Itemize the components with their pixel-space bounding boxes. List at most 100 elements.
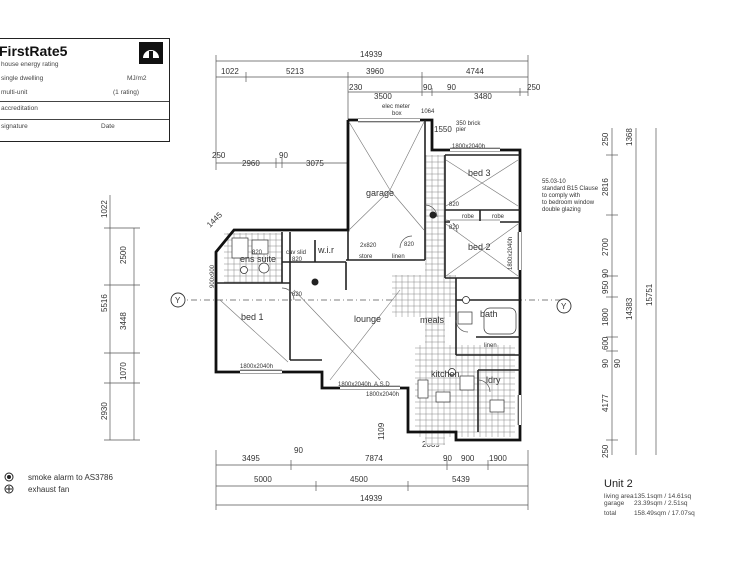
- dim-rc2-1: 1368: [625, 128, 634, 146]
- dim-b2-1: 5000: [254, 475, 272, 484]
- dim-top2-90b: 90: [447, 83, 456, 92]
- left-dimension-lines: [104, 195, 140, 441]
- room-kitchen: kitchen: [431, 369, 460, 379]
- dim-r90-3: 90: [613, 359, 622, 368]
- label-820-1: 820: [449, 202, 460, 208]
- dim-b1-3: 7874: [365, 454, 383, 463]
- room-linen-2: linen: [484, 343, 497, 349]
- axis-label-right: Y: [561, 302, 567, 311]
- dim-rc2-2: 14383: [625, 297, 634, 320]
- axis-label-left: Y: [175, 296, 181, 305]
- sheet-line2-value: MJ/m2: [127, 75, 147, 82]
- dim-lc-4: 5516: [100, 294, 109, 312]
- dim-top-1: 1022: [221, 67, 239, 76]
- sheet-line5-date: Date: [101, 123, 115, 130]
- dim-rc1-4: 950: [601, 280, 610, 294]
- unit-title: Unit 2: [604, 478, 633, 490]
- dim-r90-1: 90: [601, 269, 610, 278]
- label-820-6: 820: [292, 257, 303, 263]
- dim-b1-2: 90: [294, 446, 303, 455]
- right-dimension-lines: [606, 128, 657, 455]
- dim-rc1-2: 2816: [601, 178, 610, 196]
- laundry-tub: [489, 399, 505, 413]
- windows: [240, 119, 521, 425]
- room-robe-1: robe: [462, 214, 475, 220]
- note-line2: standard B15 Clause: [542, 186, 599, 192]
- fixtures: [231, 237, 517, 413]
- dim-lc-2: 2500: [119, 246, 128, 264]
- room-bed3: bed 3: [468, 168, 491, 178]
- dim-lc-3: 3448: [119, 312, 128, 330]
- label-820-3: 820: [404, 242, 415, 248]
- legend-item-smoke: smoke alarm to AS3786: [4, 472, 113, 482]
- room-ldry: ldry: [486, 375, 501, 385]
- kitchen-fridge: [417, 379, 429, 399]
- dim-b2-2: 4500: [350, 475, 368, 484]
- exhaust-fans: [240, 266, 470, 376]
- ensuite-vanity: [251, 239, 269, 255]
- room-lounge: lounge: [354, 314, 381, 324]
- exhaust-fan-icon: [240, 266, 248, 274]
- interior-walls: [216, 120, 520, 432]
- smoke-alarm-icon: [429, 211, 437, 219]
- note-line5: double glazing: [542, 207, 581, 213]
- label-820-5: 820: [252, 250, 263, 256]
- dim-left-2: 2960: [242, 159, 260, 168]
- title-block: FirstRate5 house energy rating single dw…: [0, 38, 170, 142]
- dim-b-total: 14939: [360, 494, 383, 503]
- firstrate-logo-icon: [139, 42, 163, 64]
- axis-marker-left: [170, 292, 186, 308]
- legend-item-fan: exhaust fan: [4, 484, 113, 494]
- dim-left-1: 250: [212, 151, 226, 160]
- dim-rc1-7: 4177: [601, 394, 610, 412]
- exhaust-fan-icon: [462, 296, 470, 304]
- dim-top2-4: 3480: [474, 92, 492, 101]
- note-line3: to comply with: [542, 193, 580, 199]
- kitchen-hotplates: [435, 391, 451, 403]
- room-ensuite: ens suite: [240, 254, 276, 264]
- ensuite-shower: [231, 237, 249, 259]
- smoke-alarm-icon: [311, 278, 319, 286]
- ensuite-wc: [258, 262, 270, 274]
- sheet-line5-label: signature: [1, 123, 28, 130]
- label-brick-1: 350 brick: [456, 121, 481, 127]
- living-label: living area: [604, 493, 634, 500]
- dim-top-2: 5213: [286, 67, 304, 76]
- total-label: total: [604, 510, 617, 517]
- label-cav-slid: cav slid: [286, 250, 306, 256]
- exhaust-fan-icon: [4, 484, 14, 494]
- legend-fan-label: exhaust fan: [28, 484, 70, 494]
- dim-rc1-6: 600: [601, 336, 610, 350]
- label-820-4: 820: [292, 292, 303, 298]
- note-line4: to bedroom window: [542, 200, 595, 206]
- label-store-size: 2x820: [360, 243, 377, 249]
- bottom-dimension-lines: [215, 450, 529, 510]
- dim-top-4: 4744: [466, 67, 484, 76]
- label-elec-meter: elec meter: [382, 104, 410, 110]
- label-garage-side: 1550: [434, 125, 452, 134]
- dim-angle: 1445: [205, 210, 224, 229]
- sheet-line4-label: accreditation: [1, 105, 38, 112]
- note-line1: 55.03-10: [542, 179, 566, 185]
- sheet-line3-value: (1 rating): [113, 89, 140, 96]
- garage-label: garage: [604, 500, 625, 507]
- sheet-line1: house energy rating: [1, 61, 59, 68]
- tiled-areas: [224, 155, 515, 445]
- dim-left-4: 3075: [306, 159, 324, 168]
- label-door-lounge: 1800x2040h: [338, 382, 371, 388]
- label-door-garage: 1800x2040h: [452, 144, 485, 150]
- lounge-roof-lines: [219, 159, 519, 381]
- room-wir: w.i.r: [317, 245, 334, 255]
- dim-r90-2: 90: [601, 359, 610, 368]
- dim-rc1-8: 250: [601, 444, 610, 458]
- label-door-bed2: 1800x2040h: [508, 237, 514, 270]
- dim-left-3: 90: [279, 151, 288, 160]
- dim-top-3: 3960: [366, 67, 384, 76]
- dim-lc-5: 1070: [119, 362, 128, 380]
- label-door-asd: A.S.D: [374, 382, 390, 388]
- dim-bs-1: 1109: [377, 422, 386, 440]
- garage-value: 23.39sqm / 2.51sq: [634, 500, 688, 507]
- label-820-2: 820: [449, 225, 460, 231]
